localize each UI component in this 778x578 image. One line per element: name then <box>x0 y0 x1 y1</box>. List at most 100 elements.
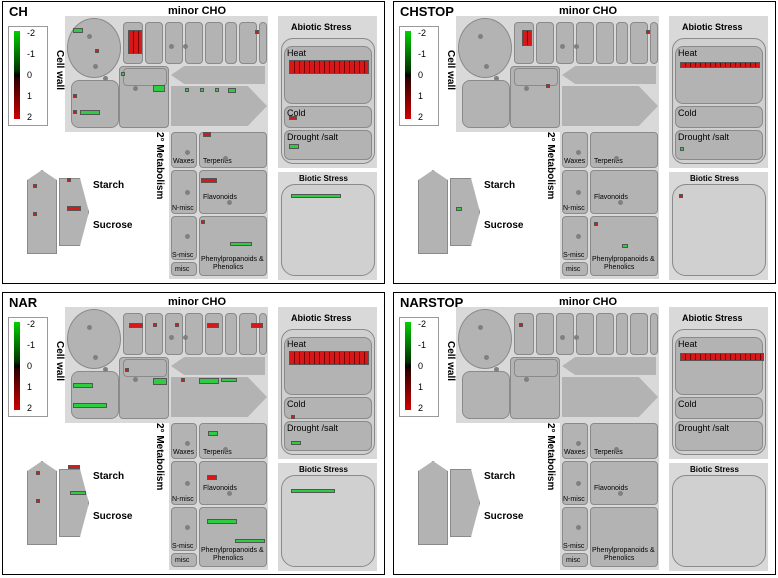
gene-spot <box>546 84 550 88</box>
flavonoids-box <box>199 170 267 214</box>
waxes-box <box>171 423 197 459</box>
legend-tick: 0 <box>418 70 424 80</box>
s-misc-box <box>171 507 197 551</box>
gene-spot <box>235 539 265 543</box>
phenylpropanoids-label: Phenylpropanoids & <box>592 256 655 263</box>
gene-spot <box>289 116 297 120</box>
misc-box <box>562 553 588 567</box>
gene-spot <box>291 441 301 445</box>
gene-dot <box>560 335 565 340</box>
heat-label: Heat <box>287 339 307 349</box>
cell-wall-block <box>71 80 119 128</box>
cell-wall-circle <box>458 309 512 369</box>
s-misc-label: S-misc <box>563 543 585 550</box>
gene-spot <box>679 194 683 198</box>
gene-dot <box>185 150 190 155</box>
phenolics-label: Phenolics <box>213 264 244 271</box>
gene-spot <box>67 206 81 211</box>
legend-tick: 0 <box>27 361 33 371</box>
gene-spot <box>207 519 237 524</box>
gene-dot <box>133 377 138 382</box>
minor-cho-box <box>650 22 658 64</box>
gene-dot <box>185 234 190 239</box>
gene-dot <box>484 355 489 360</box>
minor-cho-box <box>145 22 163 64</box>
misc-label: misc <box>566 266 581 273</box>
gene-dot <box>614 447 619 452</box>
secondary-metabolism-label: 2° Metabolism <box>154 423 165 491</box>
n-misc-box <box>562 170 588 214</box>
gene-spot <box>207 323 219 328</box>
starch-label: Starch <box>93 180 125 191</box>
legend-gradient <box>14 322 20 410</box>
phenylpropanoids-box <box>199 507 267 567</box>
heat-label: Heat <box>678 48 698 58</box>
legend-tick: -1 <box>418 340 427 350</box>
gene-dot <box>133 86 138 91</box>
minor-cho-box <box>576 22 594 64</box>
minor-cho-box <box>185 22 203 64</box>
legend-tick: 1 <box>418 91 424 101</box>
abiotic-stress-label: Abiotic Stress <box>291 313 352 323</box>
minor-cho-box <box>536 313 554 355</box>
legend-gradient <box>14 31 20 119</box>
biotic-container <box>281 184 375 276</box>
cell-wall-box <box>514 359 558 377</box>
n-misc-label: N-misc <box>563 205 585 212</box>
misc-label: misc <box>566 557 581 564</box>
minor-cho-box <box>596 313 614 355</box>
gene-dot <box>560 44 565 49</box>
gene-spot <box>680 147 684 151</box>
minor-cho-box <box>225 313 237 355</box>
minor-cho-box <box>165 313 183 355</box>
legend-tick: -2 <box>418 28 427 38</box>
legend-gradient <box>405 322 411 410</box>
gene-dot <box>478 34 483 39</box>
sucrose-shape <box>59 469 89 537</box>
gene-spot <box>456 207 462 211</box>
gene-spot <box>291 489 335 493</box>
cell-wall-block <box>462 80 510 128</box>
terpenes-label: Terpenes <box>594 449 623 456</box>
n-misc-label: N-misc <box>172 496 194 503</box>
gene-spot <box>255 30 259 34</box>
drought-box <box>284 421 372 451</box>
misc-label: misc <box>175 557 190 564</box>
gene-spot <box>181 378 185 382</box>
s-misc-label: S-misc <box>172 543 194 550</box>
minor-cho-box <box>596 22 614 64</box>
cell-wall-block <box>71 371 119 419</box>
n-misc-box <box>171 170 197 214</box>
gene-dot <box>576 525 581 530</box>
gene-spot <box>73 403 107 408</box>
cold-label: Cold <box>287 399 306 409</box>
gene-spot <box>201 220 205 224</box>
drought-salt-label: Drought /salt <box>287 132 339 142</box>
gene-dot <box>185 441 190 446</box>
minor-cho-box <box>630 313 648 355</box>
gene-spot <box>230 242 252 246</box>
gene-spot <box>33 212 37 216</box>
gene-dot <box>87 34 92 39</box>
heat-box <box>675 46 763 104</box>
gene-spot <box>73 383 93 388</box>
phenylpropanoids-label: Phenylpropanoids & <box>201 256 264 263</box>
panel-title: CHSTOP <box>400 4 454 19</box>
cell-wall-arrow <box>171 66 265 84</box>
minor-cho-label: minor CHO <box>168 296 227 308</box>
phenylpropanoids-box <box>590 507 658 567</box>
biotic-stress-label: Biotic Stress <box>690 174 739 183</box>
gene-spot <box>73 28 83 33</box>
gene-dot <box>103 367 108 372</box>
gene-spot <box>519 323 523 327</box>
waxes-label: Waxes <box>173 449 195 456</box>
gene-dot <box>185 525 190 530</box>
waxes-label: Waxes <box>173 158 195 165</box>
terpenes-box <box>590 423 658 459</box>
gene-spot <box>646 30 650 34</box>
gene-spot <box>129 323 143 328</box>
secondary-metabolism-label: 2° Metabolism <box>545 132 556 200</box>
